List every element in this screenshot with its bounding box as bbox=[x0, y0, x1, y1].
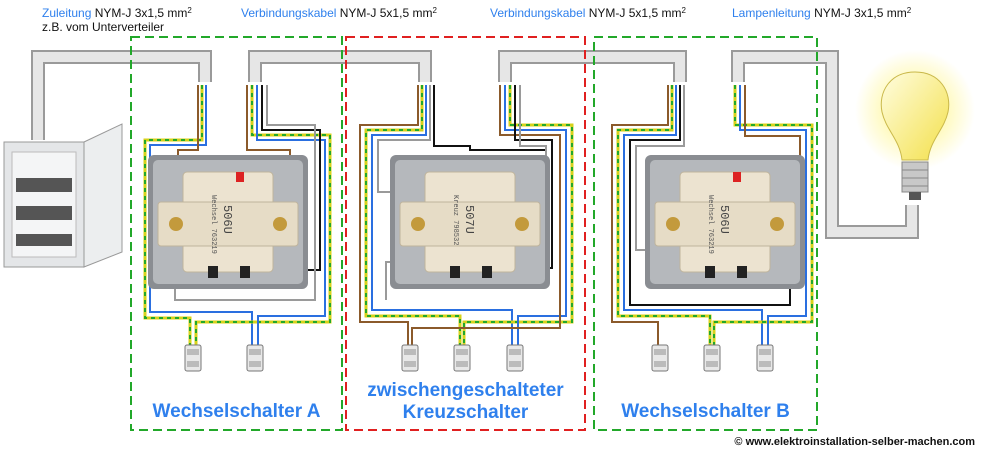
wires-a bbox=[143, 85, 332, 345]
section-title-cross: zwischengeschalteter Kreuzschalter bbox=[346, 380, 585, 424]
cable-sup: 2 bbox=[681, 6, 686, 15]
cable-type: Verbindungskabel bbox=[490, 6, 586, 20]
cable-spec: NYM-J 3x1,5 mm bbox=[94, 6, 188, 20]
switch-a bbox=[147, 154, 309, 290]
cable-label-supply: Zuleitung NYM-J 3x1,5 mm2 z.B. vom Unter… bbox=[42, 6, 192, 34]
switch-cross-model: 507U bbox=[462, 205, 476, 234]
cable-spec: NYM-J 5x1,5 mm bbox=[588, 6, 682, 20]
section-box-cross bbox=[345, 36, 586, 431]
cable-label-lamp: Lampenleitung NYM-J 3x1,5 mm2 bbox=[732, 6, 911, 20]
section-title-b: Wechselschalter B bbox=[621, 401, 790, 422]
section-title-cross-line1: zwischengeschalteter bbox=[367, 380, 564, 401]
switch-b-type: Wechsel 763219 bbox=[706, 195, 714, 254]
switch-a-type: Wechsel 763219 bbox=[209, 195, 217, 254]
terminals bbox=[184, 344, 774, 372]
section-title-a: Wechselschalter A bbox=[152, 401, 321, 422]
distribution-box bbox=[3, 123, 123, 268]
section-box-a bbox=[130, 36, 343, 431]
cable-spec: NYM-J 3x1,5 mm bbox=[814, 6, 907, 20]
section-title-cross-line2: Kreuzschalter bbox=[402, 402, 529, 423]
copyright: © www.elektroinstallation-selber-machen.… bbox=[734, 436, 975, 448]
cable-label-link-1: Verbindungskabel NYM-J 5x1,5 mm2 bbox=[241, 6, 437, 20]
cable-type: Verbindungskabel bbox=[241, 6, 337, 20]
wires-b bbox=[611, 85, 814, 345]
cable-sup: 2 bbox=[432, 6, 437, 15]
cable-type: Lampenleitung bbox=[732, 6, 811, 20]
cable-note: z.B. vom Unterverteiler bbox=[42, 20, 165, 34]
switch-b bbox=[644, 154, 806, 290]
cable-label-link-2: Verbindungskabel NYM-J 5x1,5 mm2 bbox=[490, 6, 686, 20]
cable-type: Zuleitung bbox=[42, 6, 92, 20]
cable-sup: 2 bbox=[906, 6, 912, 15]
light-bulb-icon bbox=[855, 50, 975, 200]
switch-b-model: 506U bbox=[717, 205, 731, 234]
switch-cross-type: Kreuz 798532 bbox=[451, 195, 459, 245]
cable-sup: 2 bbox=[187, 6, 192, 15]
cable-spec: NYM-J 5x1,5 mm bbox=[339, 6, 433, 20]
switch-a-model: 506U bbox=[220, 205, 234, 234]
